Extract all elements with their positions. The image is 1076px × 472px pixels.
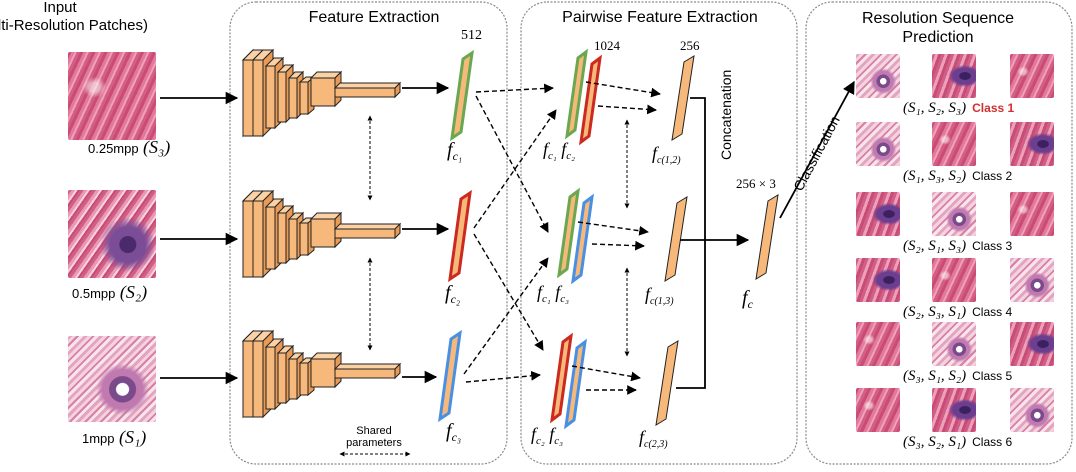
feature-dim-label: 512 xyxy=(461,28,482,43)
class-4-thumb-3 xyxy=(1010,258,1054,302)
pairwise-title: Pairwise Feature Extraction xyxy=(562,9,758,26)
class-4-sequence: (S₂, S₃, S₁) xyxy=(903,304,967,320)
pairwise-dim-out: 256 xyxy=(680,38,700,53)
sequence-title: Resolution Sequence Prediction xyxy=(862,9,1014,47)
class-6-thumb-3 xyxy=(1010,388,1054,432)
class-3-thumb-3 xyxy=(1010,192,1054,236)
class-3-label: (S₂, S₁, S₃) Class 3 xyxy=(903,237,1012,255)
pair3-right-vector xyxy=(564,338,587,430)
pairing-arrows xyxy=(463,83,557,383)
pair3-left-vector xyxy=(550,332,573,424)
class-3-thumb-1 xyxy=(856,192,900,236)
class-5-sequence: (S₃, S₁, S₂) xyxy=(903,368,967,384)
class-6-label: (S₃, S₂, S₁) Class 6 xyxy=(903,433,1012,451)
pair-out-vector-12 xyxy=(671,55,695,141)
input-patch-2 xyxy=(68,190,156,278)
class-1-thumb-1 xyxy=(856,54,900,98)
class-2-thumb-2 xyxy=(932,122,976,166)
concat-bracket xyxy=(676,97,706,389)
feature-vector-c3 xyxy=(438,329,462,423)
feature-vector-c2 xyxy=(448,189,472,283)
pair2-labels: fc₁ fc₃ xyxy=(537,282,569,306)
class-5-name: Class 5 xyxy=(972,369,1013,383)
input-mpp-1: 0.25mpp xyxy=(88,141,139,156)
class-5-label: (S₃, S₁, S₂) Class 5 xyxy=(903,367,1012,385)
pair2-right-vector xyxy=(571,193,594,285)
concatenation-label: Concatenation xyxy=(718,69,734,160)
input-title-line1: Input xyxy=(43,0,77,16)
class-1-thumb-2 xyxy=(932,54,976,98)
pair-out-vector-23 xyxy=(655,340,679,426)
input-caption-2: 0.5mpp (S₂) xyxy=(72,282,147,303)
pair-out-label-13: fc(1,3) xyxy=(645,284,674,308)
feature-extraction-title: Feature Extraction xyxy=(308,9,440,26)
input-caption-3: 1mpp (S₁) xyxy=(82,427,146,448)
pair1-left-vector xyxy=(565,48,588,140)
pair-out-arrows xyxy=(571,81,661,395)
pair-out-vector-13 xyxy=(664,196,688,282)
input-caption-1: 0.25mpp (S₃) xyxy=(88,137,170,158)
pair3-labels: fc₂ fc₃ xyxy=(531,424,563,448)
sequence-panel xyxy=(805,1,1073,465)
class-5-thumb-3 xyxy=(1010,322,1054,366)
pairwise-dim-in: 1024 xyxy=(594,38,620,53)
pairwise-panel xyxy=(520,1,798,465)
class-3-thumb-2 xyxy=(932,192,976,236)
shared-parameters-label: Shared parameters xyxy=(346,425,402,449)
class-2-thumb-1 xyxy=(856,122,900,166)
concat-vector xyxy=(755,194,779,280)
input-scale-3: (S₁) xyxy=(118,427,147,447)
pair1-labels: fc₁ fc₂ xyxy=(543,139,575,163)
sequence-title-line2: Prediction xyxy=(902,29,974,46)
class-2-name: Class 2 xyxy=(972,169,1013,183)
input-scale-2: (S₂) xyxy=(119,282,148,302)
shared-label-line1: Shared xyxy=(356,425,392,437)
feature-label-c1: fc₁ xyxy=(447,139,463,164)
class-1-label: (S₁, S₂, S₃) Class 1 xyxy=(903,99,1014,117)
cnn-backbone-1 xyxy=(241,48,402,138)
class-6-sequence: (S₃, S₂, S₁) xyxy=(903,434,967,450)
class-2-sequence: (S₁, S₃, S₂) xyxy=(903,168,967,184)
sequence-title-line1: Resolution Sequence xyxy=(861,10,1015,27)
cnn-backbone-3 xyxy=(242,330,401,418)
class-4-thumb-2 xyxy=(932,258,976,302)
class-1-thumb-3 xyxy=(1010,54,1054,98)
pair-out-label-12: fc(1,2) xyxy=(652,143,681,167)
class-6-thumb-2 xyxy=(932,388,976,432)
class-2-label: (S₁, S₃, S₂) Class 2 xyxy=(903,167,1012,185)
class-6-thumb-1 xyxy=(856,388,900,432)
feature-label-c2: fc₂ xyxy=(445,282,461,307)
input-title: Input (Multi-Resolution Patches) xyxy=(0,0,148,35)
input-mpp-2: 0.5mpp xyxy=(72,286,116,301)
pair1-right-vector xyxy=(579,54,602,146)
input-scale-1: (S₃) xyxy=(143,137,171,157)
class-5-thumb-1 xyxy=(856,322,900,366)
class-4-thumb-1 xyxy=(856,258,900,302)
input-mpp-3: 1mpp xyxy=(82,431,115,446)
feature-label-c3: fc₃ xyxy=(446,420,462,445)
class-5-thumb-2 xyxy=(932,322,976,366)
class-1-name: Class 1 xyxy=(972,101,1015,115)
input-patch-3 xyxy=(68,336,156,422)
concat-dim-label: 256 × 3 xyxy=(736,176,776,191)
input-patch-1 xyxy=(68,52,156,140)
cnn-backbone-2 xyxy=(242,190,401,278)
concat-name-label: fc xyxy=(742,287,753,312)
shared-label-line2: parameters xyxy=(346,437,402,449)
class-3-name: Class 3 xyxy=(972,239,1013,253)
class-2-thumb-3 xyxy=(1010,122,1054,166)
class-4-label: (S₂, S₃, S₁) Class 4 xyxy=(903,303,1012,321)
class-3-sequence: (S₂, S₁, S₃) xyxy=(903,238,967,254)
pair-out-label-23: fc(2,3) xyxy=(639,427,668,451)
pair2-left-vector xyxy=(557,187,580,279)
feature-vector-c1 xyxy=(450,49,474,142)
input-title-line2: (Multi-Resolution Patches) xyxy=(0,17,148,34)
class-4-name: Class 4 xyxy=(972,305,1013,319)
classification-arrow xyxy=(779,80,855,219)
class-6-name: Class 6 xyxy=(972,435,1013,449)
class-1-sequence: (S₁, S₂, S₃) xyxy=(903,100,967,116)
